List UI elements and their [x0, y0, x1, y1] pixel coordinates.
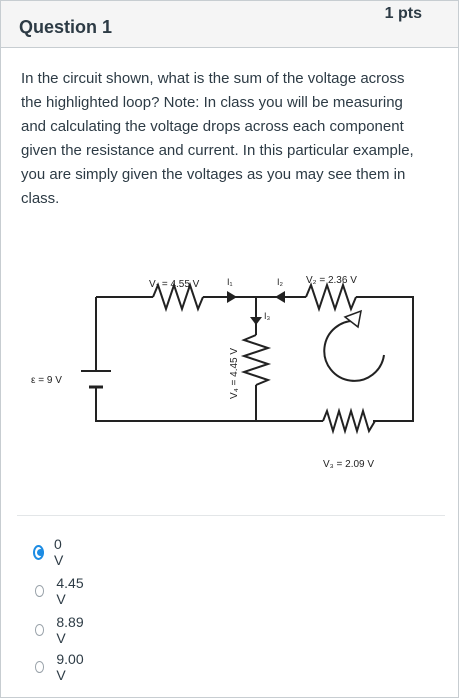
answer-label: 4.45 V [56, 575, 84, 607]
label-i1: I₁ [227, 277, 233, 287]
loop-arrow [323, 319, 385, 382]
radio-selected-icon[interactable] [33, 544, 44, 560]
radio-icon[interactable] [35, 624, 45, 636]
wire-left-bottom [95, 387, 256, 422]
current-arrow-i3 [250, 317, 262, 325]
answer-label: 0 V [53, 536, 64, 568]
resistor-r1 [152, 281, 204, 313]
answer-option-3[interactable]: 8.89 V [35, 614, 86, 646]
question-title: Question 1 [19, 17, 113, 37]
resistor-r2 [305, 281, 357, 313]
circuit-diagram: V₁ = 4.55 V V₂ = 2.36 V V₃ = 2.09 V ε = … [31, 275, 414, 470]
question-points: 1 pts [384, 5, 422, 22]
label-v4: V₄ = 4.45 V [229, 348, 240, 399]
label-source: ε = 9 V [31, 375, 62, 386]
label-v1: V₁ = 4.55 V [149, 279, 200, 290]
answer-option-4[interactable]: 9.00 V [35, 651, 86, 683]
answer-divider [17, 515, 445, 516]
label-i3: I₃ [264, 311, 271, 321]
question-text: In the circuit shown, what is the sum of… [21, 70, 414, 207]
answer-option-2[interactable]: 4.45 V [35, 575, 86, 607]
resistor-r4 [240, 334, 272, 386]
answer-label: 8.89 V [56, 614, 84, 646]
label-v2: V₂ = 2.36 V [306, 275, 357, 286]
answer-option-1[interactable]: 0 V [33, 536, 67, 568]
answer-label: 9.00 V [56, 651, 84, 683]
wire-mid-bottom [255, 385, 323, 422]
loop-arrowhead [343, 309, 362, 329]
resistor-r3 [322, 407, 376, 435]
radio-icon[interactable] [35, 661, 45, 673]
wire-top-right [356, 296, 414, 422]
current-arrow-i1 [227, 291, 237, 303]
label-v3: V₃ = 2.09 V [323, 459, 374, 470]
radio-icon[interactable] [35, 585, 45, 597]
question-header: Question 1 1 pts [1, 1, 458, 48]
label-i2: I₂ [277, 277, 284, 287]
current-arrow-i2 [275, 291, 285, 303]
